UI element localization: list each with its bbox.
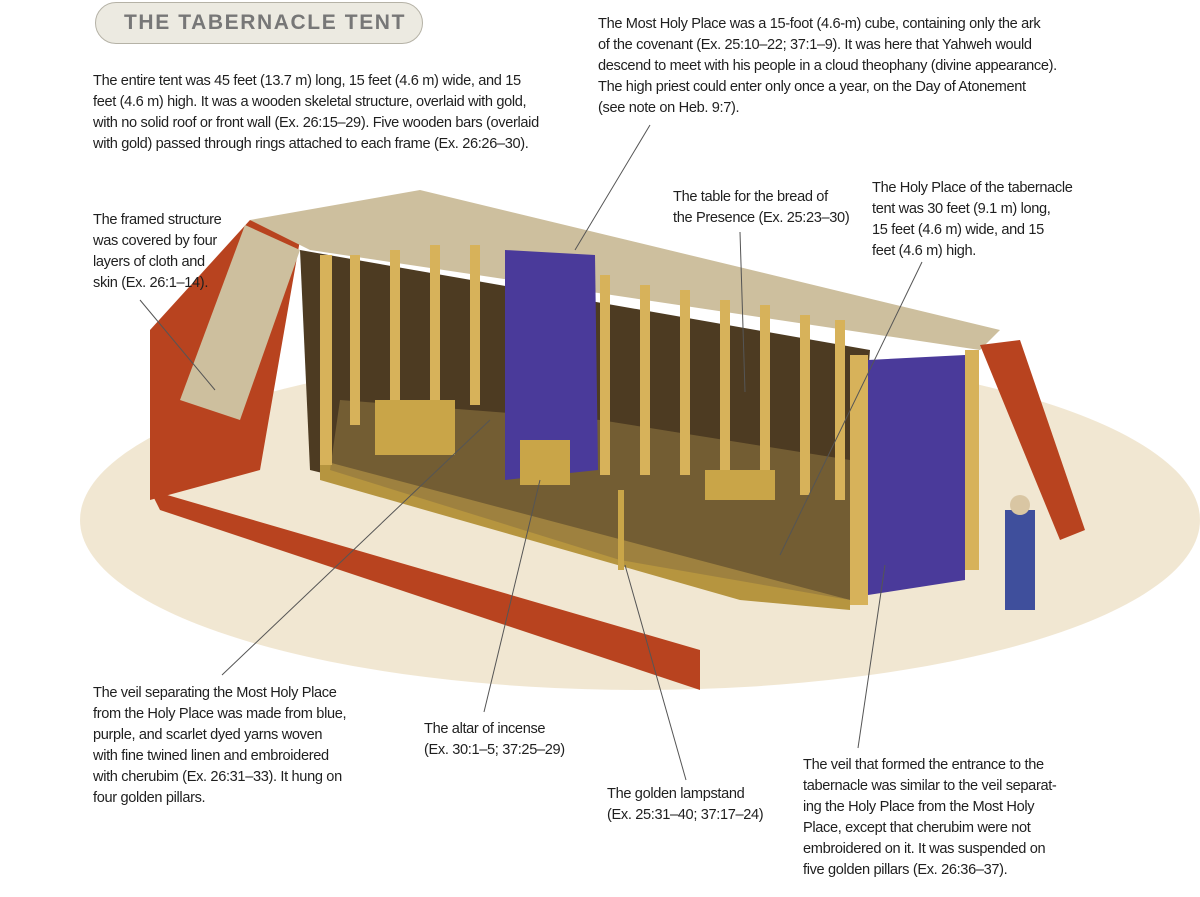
altar-of-incense	[520, 440, 570, 485]
entrance-veil	[868, 355, 965, 595]
caption-holy-place: The Holy Place of the tabernacle tent wa…	[872, 180, 1073, 259]
inner-veil	[505, 250, 598, 480]
caption-framed-structure: The framed structure was covered by four…	[93, 212, 222, 291]
caption-most-holy-place: The Most Holy Place was a 15-foot (4.6-m…	[598, 16, 1057, 116]
caption-intro: The entire tent was 45 feet (13.7 m) lon…	[93, 73, 539, 152]
ark-of-covenant	[375, 400, 455, 455]
caption-veil: The veil separating the Most Holy Place …	[93, 685, 347, 806]
caption-table: The table for the bread of the Presence …	[673, 189, 850, 226]
page-title: THE TABERNACLE TENT	[124, 11, 406, 34]
gold-frames	[320, 245, 979, 605]
table-of-presence	[705, 470, 775, 500]
high-priest-figure	[1005, 510, 1035, 610]
red-skin-right	[980, 340, 1085, 540]
tent-roof-cover	[250, 190, 1000, 350]
leader-lines	[139, 124, 923, 781]
lampstand	[618, 490, 624, 570]
title-banner: THE TABERNACLE TENT	[95, 2, 423, 44]
caption-altar: The altar of incense (Ex. 30:1–5; 37:25–…	[424, 721, 565, 758]
red-skin-skirt	[150, 490, 700, 690]
cover-flap-left	[180, 225, 300, 420]
caption-lampstand: The golden lampstand (Ex. 25:31–40; 37:1…	[607, 786, 764, 823]
caption-entrance-veil: The veil that formed the entrance to the…	[803, 757, 1057, 878]
